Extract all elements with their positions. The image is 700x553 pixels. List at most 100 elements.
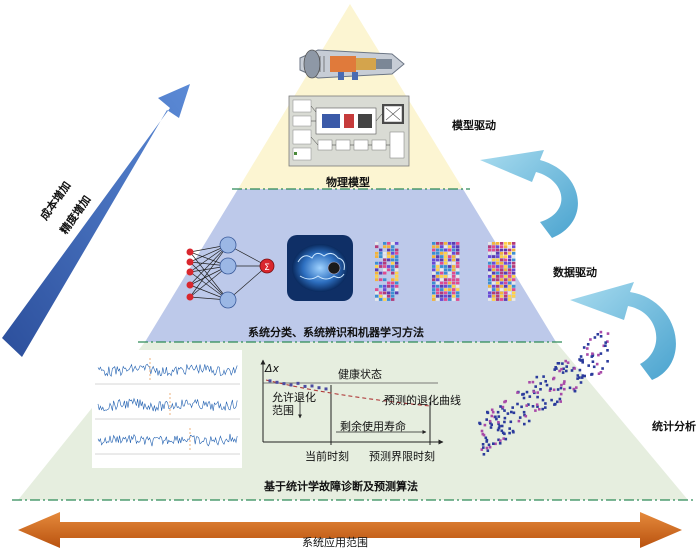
pattern-cell	[492, 248, 496, 252]
pattern-cell	[452, 275, 456, 278]
pattern-cell	[492, 245, 496, 249]
pattern-cell	[512, 245, 516, 249]
measurement-point	[324, 387, 328, 391]
measurement-point	[303, 384, 307, 388]
pattern-cell	[391, 288, 395, 291]
pattern-cell	[448, 255, 452, 258]
pattern-cell	[448, 271, 452, 275]
pattern-cell	[379, 278, 383, 282]
pattern-cell	[512, 265, 516, 268]
pattern-cell	[512, 258, 516, 262]
pattern-cell	[379, 291, 383, 295]
predicted-degradation-curve	[265, 379, 431, 407]
scatter-point	[601, 367, 604, 370]
pattern-cell	[444, 248, 448, 252]
scatter-point	[510, 410, 513, 414]
machine-learning-caption: 系统分类、系统辨识和机器学习方法	[248, 326, 424, 339]
scatter-point	[528, 381, 531, 384]
scatter-point	[481, 443, 485, 446]
pattern-cell	[440, 242, 444, 245]
pattern-cell	[456, 251, 460, 255]
pattern-cell	[508, 242, 512, 245]
scatter-point	[604, 344, 607, 347]
cost-accuracy-up-arrow	[2, 84, 190, 357]
scatter-point	[599, 371, 603, 374]
pattern-cell	[500, 248, 504, 252]
scatter-point	[596, 333, 600, 336]
pattern-cell	[391, 271, 395, 275]
scatter-point	[563, 387, 566, 391]
pattern-cell	[452, 278, 456, 282]
pattern-cell	[448, 245, 452, 249]
scatter-point	[589, 338, 592, 341]
pattern-cell	[379, 294, 383, 298]
pattern-cell	[383, 258, 387, 262]
scatter-point	[591, 360, 595, 363]
pattern-cell	[436, 284, 440, 288]
pattern-cell	[452, 271, 456, 275]
pattern-cell	[512, 271, 516, 275]
scatter-point	[579, 355, 583, 358]
measurement-point	[275, 380, 279, 384]
pattern-cell	[375, 268, 379, 272]
scatter-point	[478, 421, 481, 425]
pattern-cell	[508, 298, 512, 301]
scatter-point	[485, 438, 489, 442]
pattern-cell	[504, 284, 508, 288]
pattern-cell	[391, 265, 395, 268]
simulink-model-diagram	[288, 95, 410, 167]
pattern-cell	[375, 245, 379, 249]
pattern-cell	[504, 294, 508, 298]
pattern-cell	[488, 261, 492, 265]
scatter-point	[606, 349, 609, 352]
pattern-cell	[448, 258, 452, 262]
pattern-cell	[504, 265, 508, 268]
scatter-point	[488, 419, 492, 423]
pattern-cell	[379, 255, 383, 258]
pattern-cell	[500, 245, 504, 249]
pattern-cell	[508, 255, 512, 258]
curved-arrow-data-to-model	[480, 150, 578, 238]
pattern-cell	[395, 281, 399, 285]
pattern-cell	[452, 255, 456, 258]
pattern-cell	[508, 268, 512, 272]
pattern-cell	[456, 288, 460, 291]
scatter-point	[509, 420, 513, 424]
pattern-cell	[440, 265, 444, 268]
predicted-limit-time-label: 预测界限时刻	[369, 450, 435, 463]
pattern-cell	[452, 242, 456, 245]
pattern-cell	[500, 261, 504, 265]
pattern-cell	[444, 258, 448, 262]
pattern-cell	[387, 255, 391, 258]
pattern-cell	[488, 248, 492, 252]
pattern-cell	[452, 294, 456, 298]
pattern-cell	[508, 281, 512, 285]
pattern-cell	[375, 294, 379, 298]
pattern-cell	[508, 278, 512, 282]
pattern-cell	[512, 284, 516, 288]
pattern-cell	[391, 261, 395, 265]
scatter-point	[586, 343, 590, 346]
pattern-cell	[452, 268, 456, 272]
pattern-cell	[452, 265, 456, 268]
scatter-point	[549, 387, 552, 390]
pattern-cell	[492, 291, 496, 295]
scatter-point	[503, 420, 506, 424]
pattern-cell	[375, 265, 379, 268]
pattern-cell	[496, 251, 500, 255]
pattern-cell	[391, 245, 395, 249]
pattern-cell	[500, 281, 504, 285]
pattern-cell	[436, 294, 440, 298]
scatter-point	[498, 442, 502, 445]
pattern-cell	[395, 255, 399, 258]
pattern-cell	[383, 298, 387, 301]
pattern-cell	[496, 275, 500, 278]
pattern-cell	[456, 261, 460, 265]
pattern-cell	[496, 278, 500, 282]
pattern-cell	[500, 278, 504, 282]
pattern-cell	[375, 291, 379, 295]
pattern-cell	[440, 275, 444, 278]
pattern-cell	[432, 278, 436, 282]
pattern-cell	[504, 271, 508, 275]
pattern-cell	[496, 255, 500, 258]
